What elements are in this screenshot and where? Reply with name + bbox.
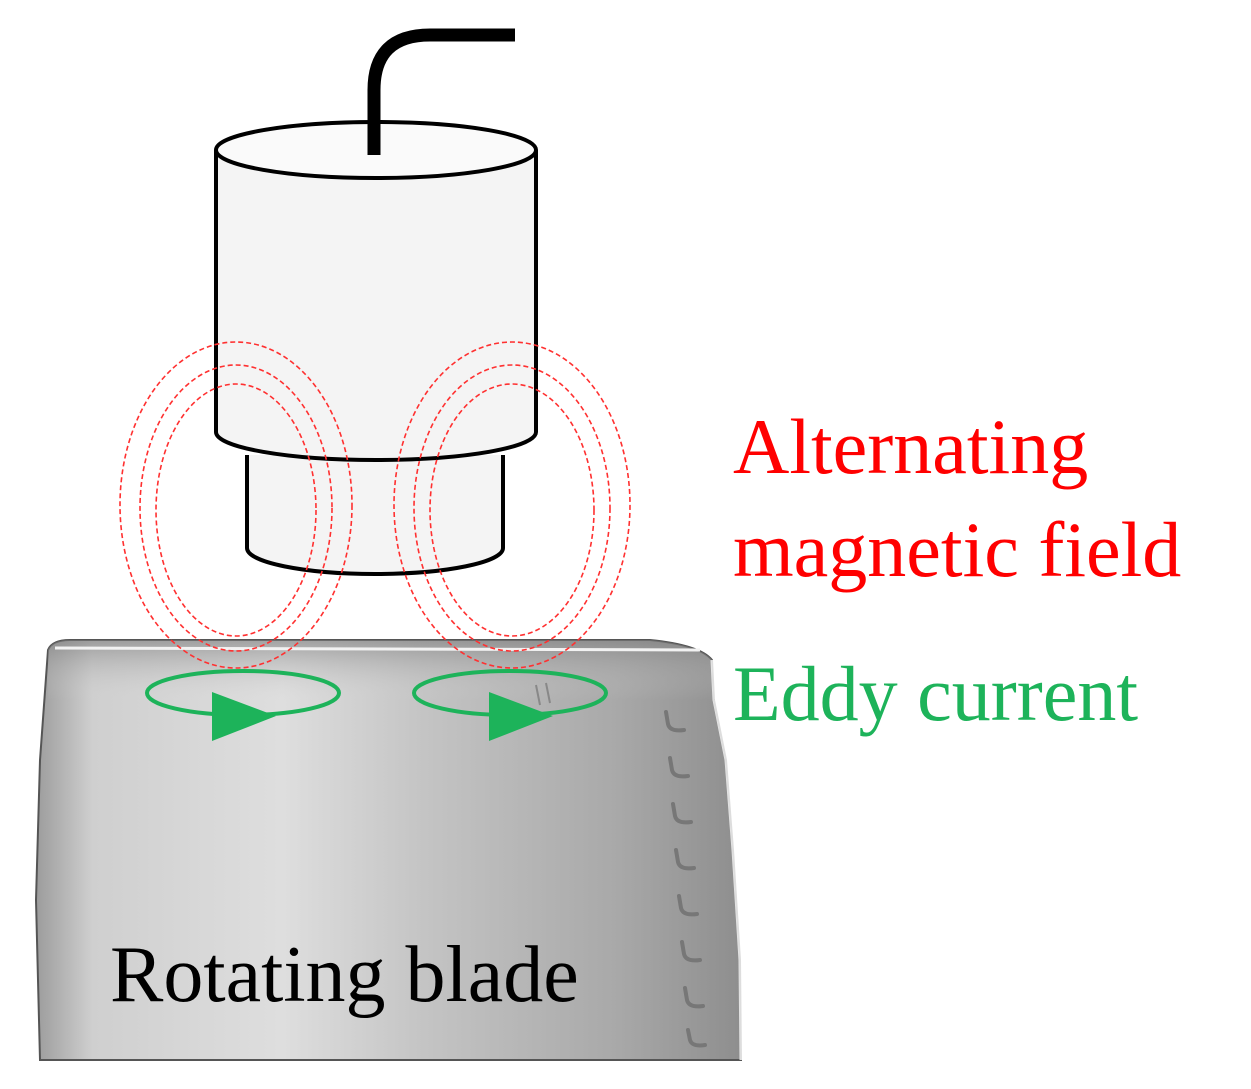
field-loop-right-inner <box>429 383 595 637</box>
field-loop-right-outer <box>393 341 631 669</box>
magnetic-field-label: Alternating magnetic field <box>733 395 1181 601</box>
field-loop-right-middle <box>413 364 611 652</box>
eddy-arrow-right-icon <box>489 692 553 741</box>
sensor-cable <box>367 28 515 155</box>
sensor-probe <box>214 120 538 576</box>
field-loop-left-outer <box>119 341 353 669</box>
magnetic-field-label-line2: magnetic field <box>733 506 1182 593</box>
blade-cooling-slots <box>664 710 707 1048</box>
eddy-arrow-left-icon <box>212 692 276 741</box>
magnetic-field-lines <box>119 341 631 669</box>
blade-label: Rotating blade <box>110 931 579 1019</box>
magnetic-field-label-line1: Alternating <box>733 403 1089 490</box>
eddy-current-label: Eddy current <box>733 650 1139 737</box>
eddy-current-loops <box>145 669 608 741</box>
field-loop-left-inner <box>155 383 317 637</box>
field-loop-left-middle <box>139 364 333 652</box>
blade-body <box>34 639 743 1061</box>
